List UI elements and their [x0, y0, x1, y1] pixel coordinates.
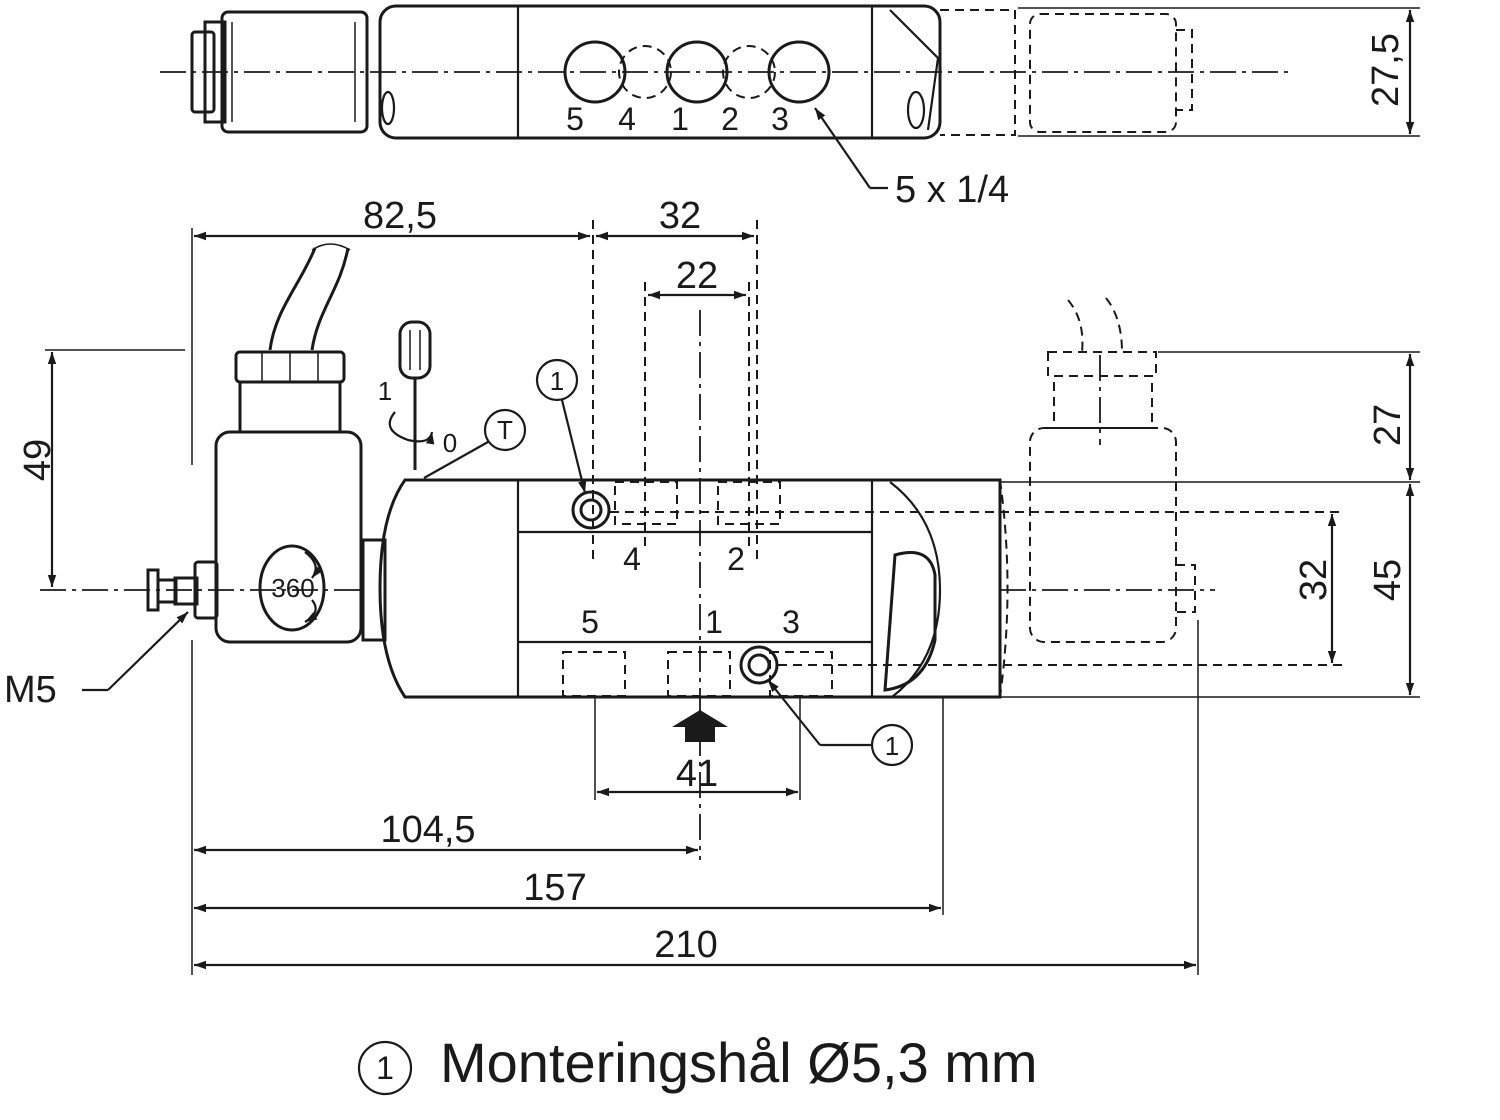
side-view: 82,5 32 22 49 360 M5 — [4, 195, 1420, 975]
top-right-coil-dashed — [1029, 13, 1177, 133]
dimension-82-5: 82,5 — [363, 195, 437, 237]
dimension-32-top: 32 — [659, 195, 701, 237]
screwdriver-icon — [398, 320, 432, 380]
top-left-coil — [220, 10, 369, 134]
inlet-arrow — [672, 710, 728, 742]
switch-position-0: 0 — [443, 428, 457, 458]
port-callout: 5 x 1/4 — [895, 169, 1009, 211]
mounting-hole-top — [571, 490, 611, 530]
legend: 1 Monteringshål Ø5,3 mm — [357, 1031, 1038, 1096]
top-port-4-circle — [618, 45, 672, 99]
dimension-210: 210 — [654, 924, 717, 966]
top-left-connector — [190, 30, 216, 114]
rotation-indicator — [258, 544, 326, 632]
end-cap-detail — [883, 551, 937, 692]
marker-number: 1 — [885, 731, 899, 761]
marker-number: 1 — [550, 366, 564, 396]
rotation-label: 360 — [271, 573, 314, 603]
top-port-1-circle — [665, 40, 729, 104]
legend-text: Monteringshål Ø5,3 mm — [440, 1031, 1038, 1094]
top-port-2-circle — [722, 45, 776, 99]
top-port-label: 3 — [771, 101, 789, 137]
top-port-label: 1 — [671, 101, 689, 137]
top-view: 5 4 1 2 3 27,5 5 x 1/4 — [160, 4, 1420, 211]
side-port-label: 1 — [705, 604, 723, 640]
top-port-5-circle — [563, 40, 627, 104]
left-coil-housing — [214, 430, 363, 644]
dimension-22: 22 — [676, 255, 718, 297]
top-port-3-circle — [767, 40, 831, 104]
top-port-label: 2 — [721, 101, 739, 137]
switch-position-1: 1 — [378, 376, 392, 406]
dimension-45: 45 — [1367, 559, 1409, 601]
side-port-label: 4 — [623, 541, 641, 577]
height-dimension-27-5: 27,5 — [1365, 33, 1407, 107]
t-symbol: T — [497, 415, 513, 445]
valve-body — [378, 478, 1002, 699]
legend-marker — [357, 1040, 413, 1096]
mounting-marker-top — [535, 358, 579, 402]
mounting-hole-bottom — [739, 645, 779, 685]
top-valve-body — [378, 4, 942, 140]
top-port-label: 4 — [618, 101, 636, 137]
legend-marker-number: 1 — [376, 1050, 394, 1086]
manual-override-symbol — [483, 408, 527, 452]
side-port-label: 3 — [782, 604, 800, 640]
dimension-27: 27 — [1367, 404, 1409, 446]
top-port-label: 5 — [566, 101, 584, 137]
right-coil-dashed — [1029, 427, 1177, 643]
dimension-157: 157 — [523, 867, 586, 909]
thread-label-m5: M5 — [4, 669, 57, 711]
dimension-104-5: 104,5 — [380, 809, 475, 851]
side-port-label: 2 — [727, 541, 745, 577]
side-port-label: 5 — [581, 604, 599, 640]
dimension-32-mount: 32 — [1293, 559, 1335, 601]
dimension-41: 41 — [676, 753, 718, 795]
dimension-49: 49 — [17, 439, 59, 481]
